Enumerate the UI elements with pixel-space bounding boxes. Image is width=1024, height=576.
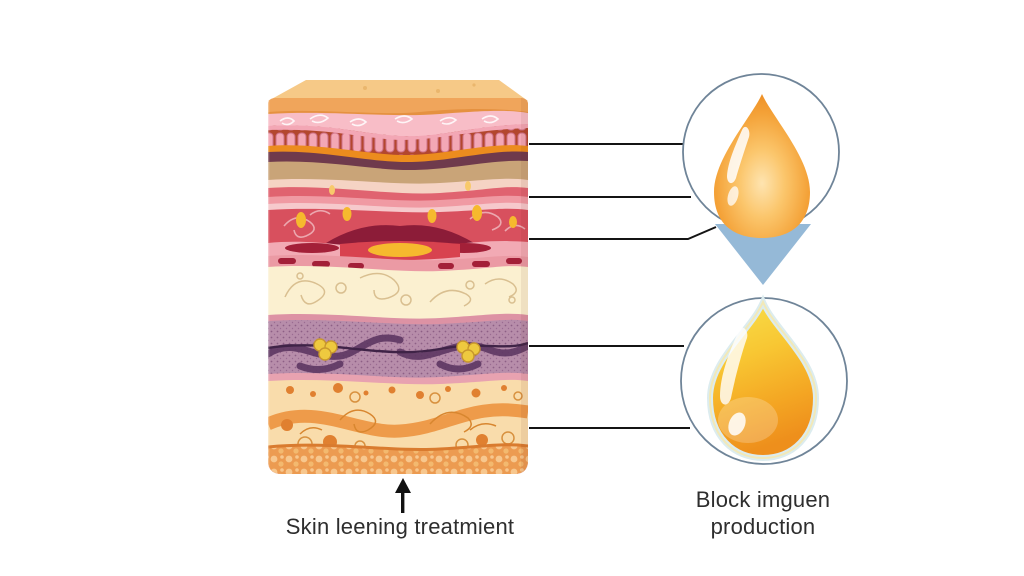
production-label-line1: Block imguen bbox=[695, 487, 831, 512]
production-label-line2: production bbox=[710, 514, 816, 539]
skin-cross-section bbox=[268, 80, 528, 474]
skin-top-surface bbox=[268, 80, 528, 101]
up-arrow-icon bbox=[395, 478, 411, 513]
production-label: Block imguen production bbox=[640, 486, 886, 540]
bottom-callout bbox=[680, 294, 848, 465]
callout-lines bbox=[529, 143, 717, 429]
treatment-label: Skin leening treatmient bbox=[285, 514, 515, 539]
oil-droplet-icon bbox=[714, 94, 810, 238]
serum-droplet-icon bbox=[706, 294, 820, 462]
top-callout bbox=[682, 73, 840, 285]
pointer-triangle bbox=[715, 224, 811, 285]
callout-line-3 bbox=[529, 226, 717, 240]
sebaceous-cell-cluster bbox=[313, 338, 481, 363]
